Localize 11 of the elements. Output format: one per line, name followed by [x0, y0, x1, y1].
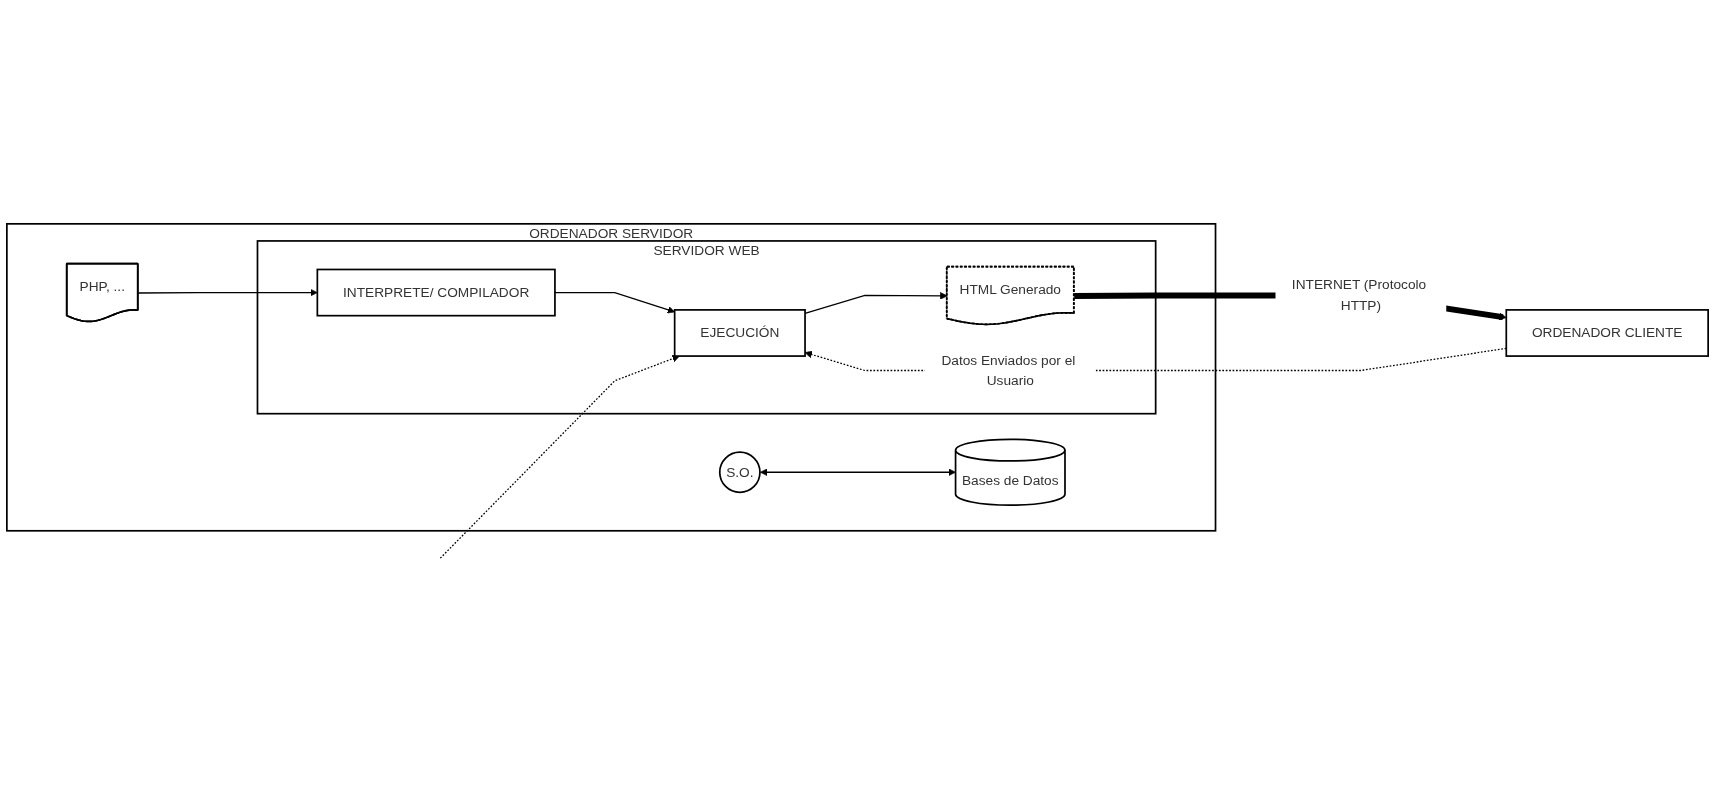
arrow	[137, 289, 318, 297]
node-box: EJECUCIÓN	[673, 309, 806, 358]
arrow	[804, 292, 948, 315]
node-circle: S.O.	[718, 451, 761, 494]
node-box: INTERPRETE/ COMPILADOR	[316, 269, 556, 317]
edge-label: INTERNET (Protocolo HTTP)	[1291, 277, 1427, 313]
node-box: ORDENADOR CLIENTE	[1505, 309, 1709, 358]
arrow	[554, 292, 675, 314]
arrow	[759, 468, 956, 477]
arrow	[439, 355, 680, 560]
edge-label: Datos Enviados por el Usuario	[941, 352, 1076, 388]
